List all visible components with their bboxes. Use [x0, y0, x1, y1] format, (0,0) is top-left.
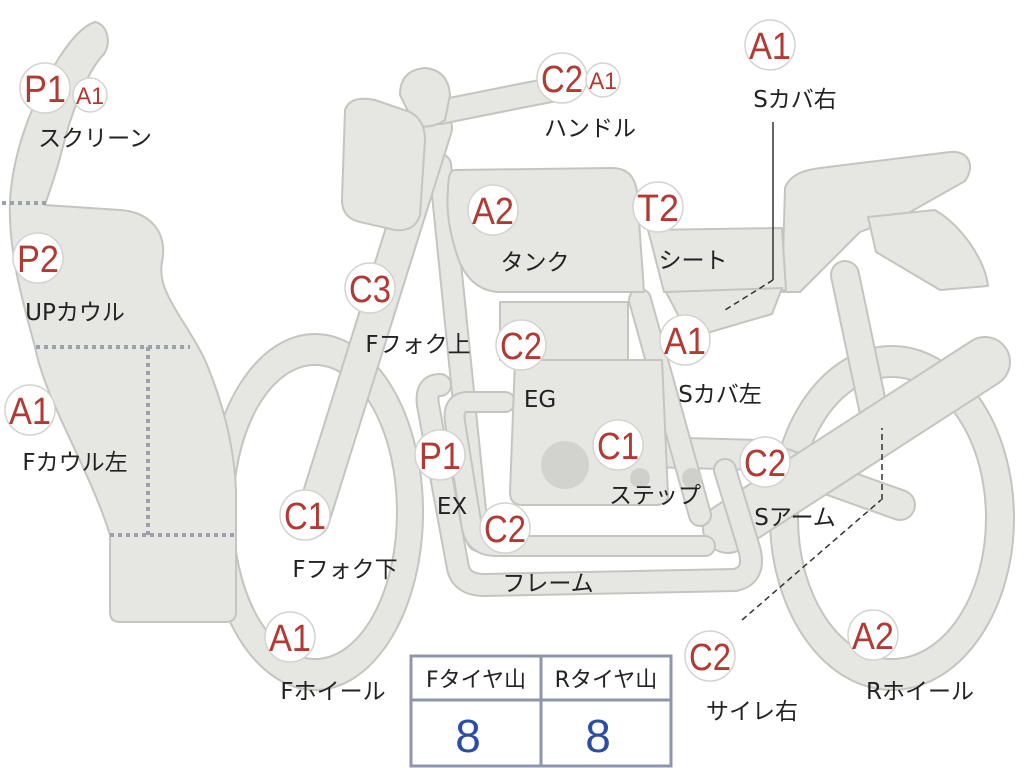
fairing-shape [8, 21, 237, 623]
code-text: A1 [749, 26, 791, 68]
headlight-shape [341, 97, 426, 232]
tire-table-header-rear: Rタイヤ山 [555, 668, 658, 693]
part-label: シート [659, 248, 728, 274]
tire-table-header-front: Fタイヤ山 [426, 668, 526, 693]
part-f-cowl-left: A1 Fカウル左 [4, 384, 128, 476]
code-text: C2 [744, 443, 786, 485]
part-label: Fフォク上 [365, 332, 470, 358]
engine-cover [541, 441, 589, 489]
code-text: C1 [597, 426, 639, 468]
code-text: A1 [9, 391, 51, 433]
code-text: C2 [484, 509, 526, 551]
part-s-cover-right: A1 Sカバ右 [744, 19, 837, 113]
fork-cap-shape [399, 67, 451, 128]
code-text: P1 [24, 69, 66, 111]
tail-lower [867, 209, 989, 291]
tire-table-value-rear: 8 [585, 710, 611, 762]
part-f-fork-upper: C3 Fフォク上 [344, 262, 471, 358]
leader-s-cover-right [724, 122, 774, 311]
part-seat: T2 シート [632, 181, 728, 274]
code-text: A2 [472, 191, 514, 233]
fairing-section-lines [2, 201, 234, 537]
part-label: フレーム [502, 571, 593, 597]
part-s-cover-left: A1 Sカバ左 [659, 314, 762, 408]
part-label: UPカウル [25, 300, 125, 326]
step-peg-right [682, 468, 702, 488]
part-label: サイレ右 [706, 699, 798, 725]
code-text: P1 [419, 436, 461, 478]
tire-table: Fタイヤ山 Rタイヤ山 8 8 [409, 654, 673, 768]
code-text: C2 [500, 326, 542, 368]
part-label: タンク [501, 250, 570, 276]
seat-shape [647, 227, 787, 293]
part-screen: P1 A1 スクリーン [19, 62, 152, 152]
code-text: A1 [269, 618, 311, 660]
code-text: P2 [17, 239, 59, 281]
code-text: C2 [541, 59, 583, 101]
part-tank: A2 タンク [467, 184, 570, 276]
part-exhaust: P1 EX [414, 429, 468, 520]
code-text: C3 [349, 269, 391, 311]
code-text: C1 [284, 496, 326, 538]
part-label: スクリーン [38, 126, 152, 152]
part-label: Rホイール [866, 679, 974, 705]
code-text: A2 [852, 616, 894, 658]
part-step: C1 ステップ [592, 419, 701, 509]
part-handle: C2 A1 ハンドル [536, 52, 636, 142]
silencer-shape [702, 336, 1011, 554]
part-frame: C2 フレーム [479, 502, 594, 597]
code-text: A1 [664, 321, 706, 363]
part-swing-arm: C2 Sアーム [739, 436, 836, 531]
part-r-wheel: A2 Rホイール [847, 609, 974, 705]
engine-shape [499, 301, 702, 506]
tire-table-value-front: 8 [455, 710, 481, 762]
part-label: Fフォク下 [292, 557, 397, 583]
code-text: C2 [689, 637, 731, 679]
code-text: T2 [637, 188, 679, 230]
part-label: EG [524, 387, 556, 413]
part-label: EX [437, 494, 468, 520]
part-up-cowl: P2 UPカウル [12, 232, 125, 326]
part-label: Sカバ右 [753, 87, 837, 113]
part-f-wheel: A1 Fホイール [264, 611, 386, 705]
part-label: ハンドル [544, 116, 636, 142]
step-peg-left [630, 468, 650, 488]
leader-silencer-right [741, 428, 883, 621]
part-label: Sカバ左 [678, 382, 762, 408]
code-text-small: A1 [589, 68, 617, 95]
part-f-fork-lower: C1 Fフォク下 [279, 489, 398, 583]
part-engine: C2 EG [495, 319, 556, 413]
part-label: Sアーム [754, 505, 836, 531]
part-silencer-right: C2 サイレ右 [684, 630, 798, 725]
part-label: Fホイール [280, 679, 385, 705]
code-text-small: A1 [76, 83, 104, 110]
part-label: Fカウル左 [22, 450, 127, 476]
part-label: ステップ [609, 483, 701, 509]
